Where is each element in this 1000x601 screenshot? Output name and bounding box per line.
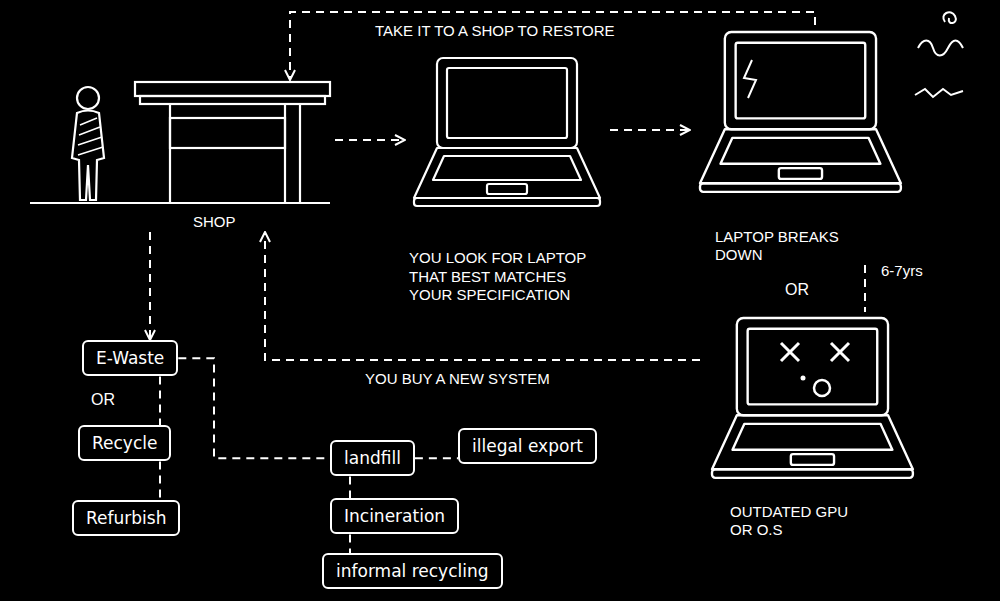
process-box: landfill xyxy=(330,440,415,476)
dead-face-symbol xyxy=(781,343,849,396)
dashed-connector xyxy=(415,457,458,459)
process-box: Refurbish xyxy=(72,500,180,536)
dashed-connector xyxy=(178,358,330,458)
shop-building xyxy=(30,82,330,203)
box-text: E-Waste xyxy=(96,348,164,368)
person-figure xyxy=(72,87,104,200)
edge-label: TAKE IT TO A SHOP TO RESTORE xyxy=(372,22,618,40)
laptop-drawing xyxy=(700,32,901,192)
laptop-node: YOU LOOK FOR LAPTOP THAT BEST MATCHES YO… xyxy=(405,50,610,305)
laptop-drawing xyxy=(712,318,913,478)
crack-symbol xyxy=(744,60,756,98)
dashed-connector xyxy=(864,265,866,312)
dashed-connector xyxy=(290,12,815,80)
laptop-node: OUTDATED GPU OR O.S xyxy=(700,312,920,540)
process-box: informal recycling xyxy=(322,553,503,589)
box-text: illegal export xyxy=(472,436,583,456)
scribble-marks xyxy=(915,12,963,97)
box-text: Recycle xyxy=(92,433,157,453)
box-text: landfill xyxy=(344,448,401,468)
caption-text: YOU LOOK FOR LAPTOP THAT BEST MATCHES YO… xyxy=(405,249,609,305)
dashed-connector xyxy=(149,232,151,340)
dashed-connector xyxy=(610,129,690,131)
dashed-connector xyxy=(349,476,351,498)
box-text: informal recycling xyxy=(336,561,489,581)
box-text: Refurbish xyxy=(86,508,166,528)
dashed-connector xyxy=(335,139,405,141)
process-box: illegal export xyxy=(458,428,597,464)
caption-text: LAPTOP BREAKS DOWN xyxy=(690,228,875,266)
dashed-connector xyxy=(349,534,351,553)
laptop-drawing xyxy=(414,58,600,206)
note-label: OR xyxy=(88,390,118,409)
shop-node: SHOP xyxy=(135,80,335,232)
caption-text: OUTDATED GPU OR O.S xyxy=(700,503,860,541)
edge-label: 6-7yrs xyxy=(878,262,926,280)
box-text: Incineration xyxy=(344,506,445,526)
dashed-connector xyxy=(265,232,700,360)
dashed-connector xyxy=(159,376,161,425)
edge-label: YOU BUY A NEW SYSTEM xyxy=(362,370,553,388)
process-box: Incineration xyxy=(330,498,459,534)
laptop-node: LAPTOP BREAKS DOWN xyxy=(690,25,905,265)
dashed-connector xyxy=(159,461,161,500)
note-label: OR xyxy=(782,280,812,299)
caption-text: SHOP xyxy=(135,213,313,232)
process-box: E-Waste xyxy=(82,340,178,376)
process-box: Recycle xyxy=(78,425,171,461)
